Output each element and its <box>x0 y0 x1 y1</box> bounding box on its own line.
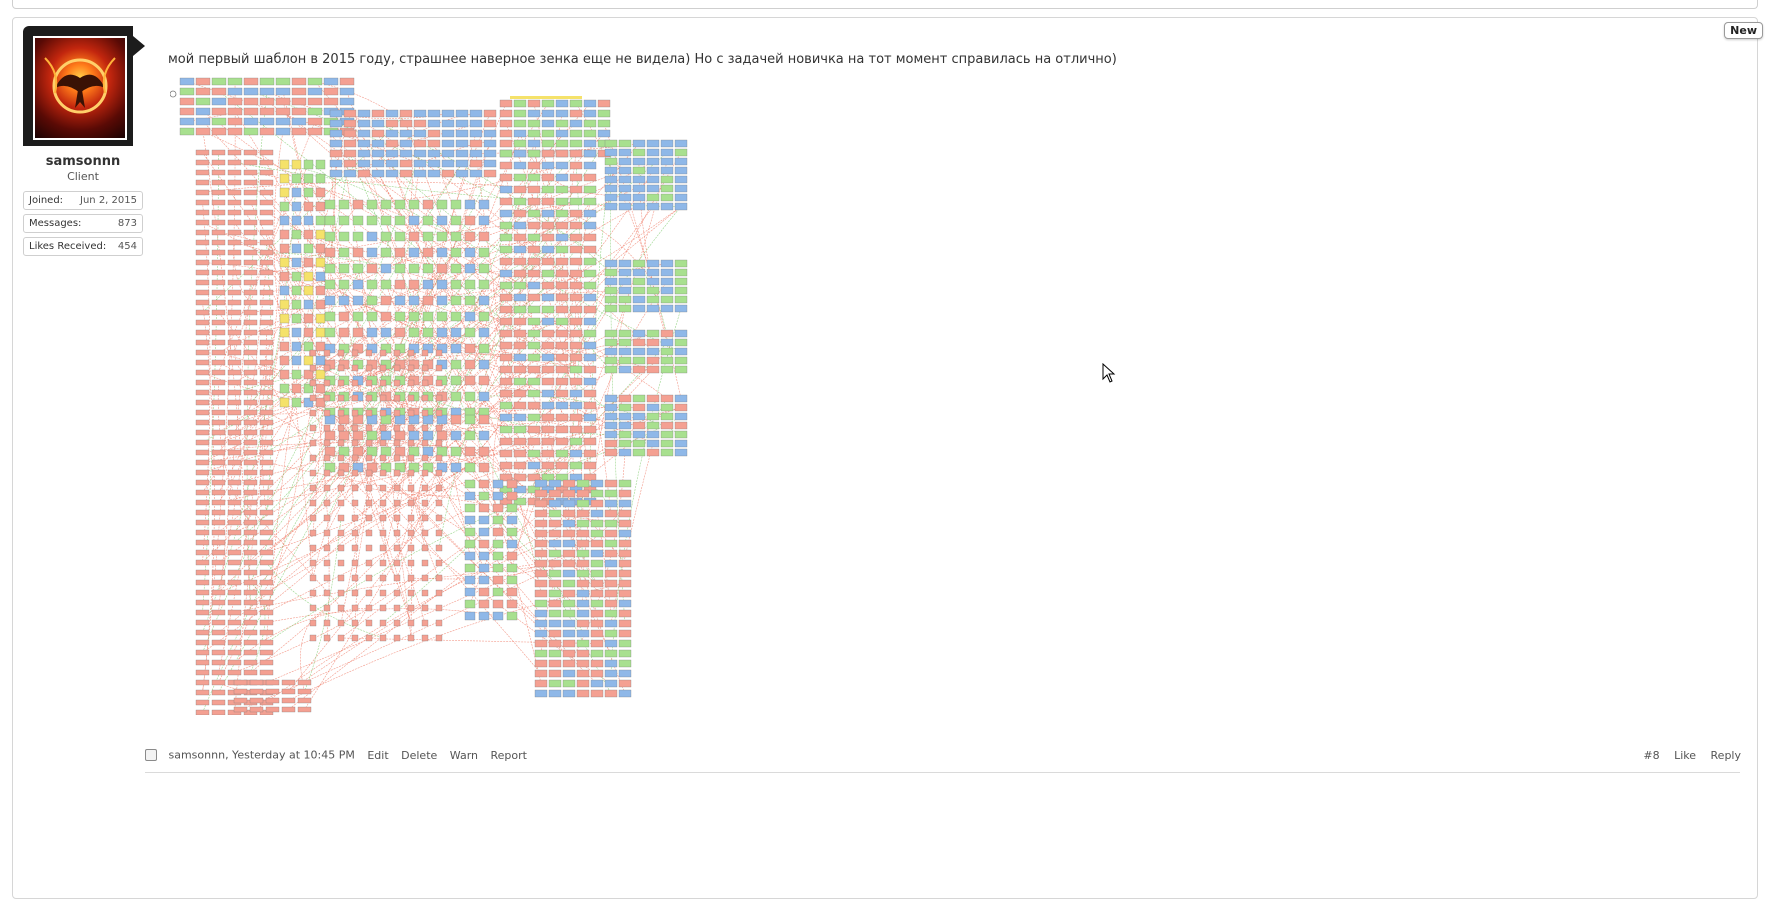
edit-link[interactable]: Edit <box>367 748 389 762</box>
user-title: Client <box>67 170 99 183</box>
select-post-checkbox[interactable] <box>145 749 157 761</box>
mouse-pointer-icon <box>1102 363 1116 383</box>
avatar-arrow <box>133 36 145 56</box>
post-actions-right: #8 Like Reply <box>1632 748 1741 762</box>
forum-post: New samsonnn Client Joined: Jun 2, 2015 … <box>12 17 1763 899</box>
stat-label: Joined: <box>29 195 64 206</box>
post-footer: samsonnn, Yesterday at 10:45 PM Edit Del… <box>145 748 1741 770</box>
stat-joined: Joined: Jun 2, 2015 <box>23 191 143 210</box>
post-number-link[interactable]: #8 <box>1643 748 1660 762</box>
delete-link[interactable]: Delete <box>401 748 438 762</box>
previous-post-frame <box>12 0 1758 9</box>
stat-label: Likes Received: <box>29 241 107 252</box>
post-message: мой первый шаблон в 2015 году, страшнее … <box>168 52 1117 67</box>
like-link[interactable]: Like <box>1674 748 1697 762</box>
post-author-time[interactable]: samsonnn, Yesterday at 10:45 PM <box>168 748 355 762</box>
stat-likes: Likes Received: 454 <box>23 237 143 256</box>
avatar-frame <box>23 26 145 146</box>
report-link[interactable]: Report <box>490 748 527 762</box>
new-badge: New <box>1724 22 1763 39</box>
avatar[interactable] <box>33 36 127 140</box>
stat-messages: Messages: 873 <box>23 214 143 233</box>
user-stats: Joined: Jun 2, 2015 Messages: 873 Likes … <box>23 191 143 256</box>
stat-label: Messages: <box>29 218 82 229</box>
username[interactable]: samsonnn <box>45 154 121 169</box>
stat-value[interactable]: 873 <box>117 218 137 229</box>
stat-value: Jun 2, 2015 <box>80 195 137 206</box>
next-post-divider <box>145 772 1740 773</box>
stat-value: 454 <box>117 241 137 252</box>
attached-template-diagram[interactable] <box>170 70 690 715</box>
reply-link[interactable]: Reply <box>1710 748 1741 762</box>
warn-link[interactable]: Warn <box>449 748 479 762</box>
mockingjay-icon <box>44 57 116 114</box>
user-info-panel: samsonnn Client Joined: Jun 2, 2015 Mess… <box>23 26 145 260</box>
